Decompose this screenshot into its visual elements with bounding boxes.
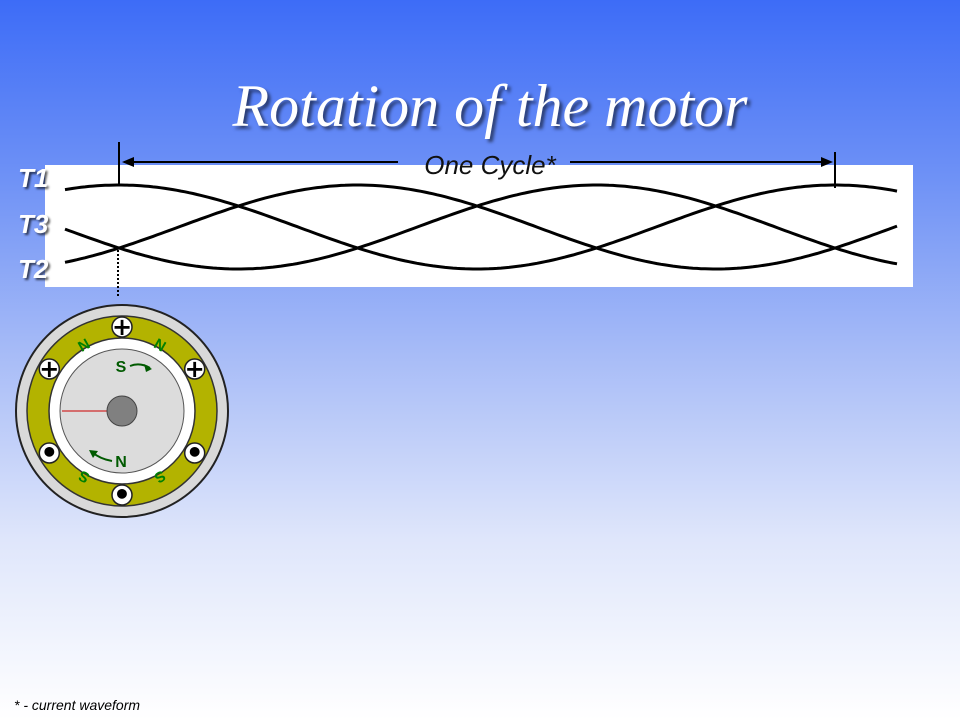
stator-poles: + + • • • + xyxy=(38,313,206,511)
trace-label-t1: T1 xyxy=(18,163,49,193)
stator-pole-2 xyxy=(183,442,206,464)
stator-pole-3 xyxy=(111,484,133,506)
stator-pole-0 xyxy=(111,316,133,338)
stator-pole-1 xyxy=(183,358,206,380)
cycle-arrow-right xyxy=(821,157,833,167)
stator-pole-4 xyxy=(38,442,61,464)
waveform-t2 xyxy=(64,183,898,271)
one-cycle-label: One Cycle* xyxy=(424,150,556,180)
stator-pole-symbol-0: + xyxy=(112,313,132,341)
rotor-markers: S N xyxy=(89,359,152,471)
stator-pole-symbol-5: + xyxy=(39,355,59,383)
trace-label-t2: T2 xyxy=(18,254,49,284)
waveform-t1 xyxy=(64,183,898,271)
cycle-arrow-left xyxy=(122,157,134,167)
stator-pole-symbol-4: • xyxy=(40,436,58,469)
cycle-dimension xyxy=(118,142,836,188)
waveform-traces xyxy=(64,183,898,271)
rotor-arrowhead-top xyxy=(144,364,152,372)
rotor-arrowhead-bottom xyxy=(89,450,98,458)
stator-pole-symbol-3: • xyxy=(113,478,131,511)
waveform-t3 xyxy=(64,183,898,271)
slide-title: Rotation of the motor xyxy=(232,73,748,139)
stator-pole-symbol-1: + xyxy=(185,355,205,383)
rotor-label-south: S xyxy=(116,359,127,376)
trace-label-t3: T3 xyxy=(18,209,49,239)
rotor-label-north: N xyxy=(115,454,127,471)
stator-pole-5 xyxy=(38,358,61,380)
footnote: * - current waveform xyxy=(14,697,141,713)
rotor-shaft xyxy=(106,395,138,427)
stator-pole-symbol-2: • xyxy=(186,436,204,469)
